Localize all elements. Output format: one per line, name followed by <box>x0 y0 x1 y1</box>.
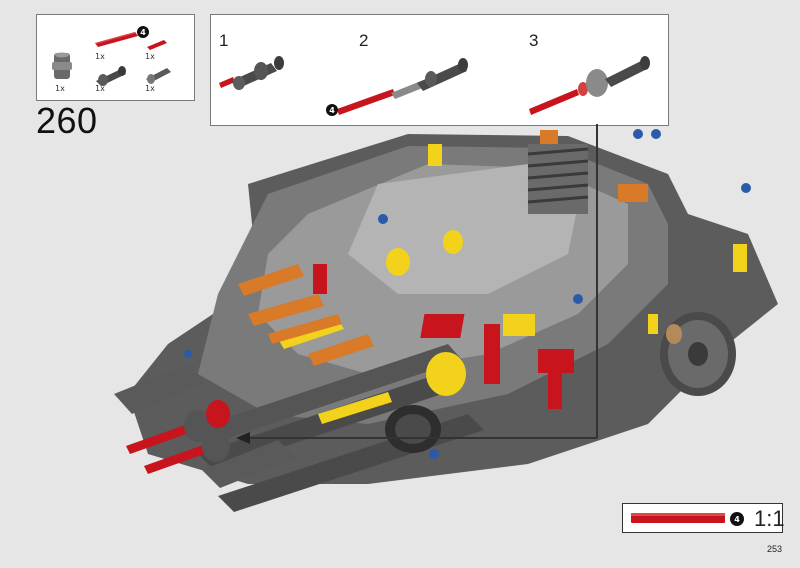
front-nose-blocks <box>114 364 296 488</box>
substep-number-1: 1 <box>219 31 229 50</box>
grey-pin-icon <box>146 68 171 84</box>
red-axle-short-qty: 1x <box>145 52 155 61</box>
red-axle-short-icon <box>147 40 167 50</box>
callout-frame-bottom <box>248 437 597 439</box>
main-model-illustration <box>114 129 778 512</box>
front-axles <box>126 400 230 474</box>
axle-connector-qty: 1x <box>95 84 105 93</box>
substep-number-3: 3 <box>529 31 539 50</box>
orange-parts <box>238 130 648 366</box>
scale-label: 1:1 <box>754 506 785 531</box>
bush-qty: 1x <box>55 84 65 93</box>
bush-icon <box>52 52 72 79</box>
step-number: 260 <box>36 100 98 141</box>
red-frame-parts <box>313 264 574 409</box>
scale-callout: 4 1:1 <box>622 503 785 533</box>
axle-1to1-icon <box>631 513 725 523</box>
grey-pin-qty: 1x <box>145 84 155 93</box>
suspension-spring <box>527 144 589 214</box>
substep-2-assembly <box>337 58 468 115</box>
dial-numbers <box>385 405 441 453</box>
scale-axle-badge: 4 <box>730 512 744 526</box>
parts-list: 1x 4 1x 1x 1x 1x <box>36 14 195 101</box>
substep-number-2: 2 <box>359 31 369 50</box>
page-number: 253 <box>766 544 782 554</box>
substep-panel: 1 2 4 3 <box>210 14 669 126</box>
red-axle-qty: 1x <box>95 52 105 61</box>
substep-1-assembly <box>219 56 284 90</box>
substep-3-assembly <box>529 56 650 115</box>
blue-pins <box>184 129 751 459</box>
arrow-left-icon <box>236 432 250 444</box>
substep-2-axle-badge: 4 <box>326 104 338 116</box>
axle-length-badge: 4 <box>137 26 149 38</box>
red-axle-icon <box>95 32 138 47</box>
callout-frame <box>596 124 598 438</box>
axle-connector-icon <box>96 66 126 86</box>
wheel-hub <box>660 312 736 396</box>
